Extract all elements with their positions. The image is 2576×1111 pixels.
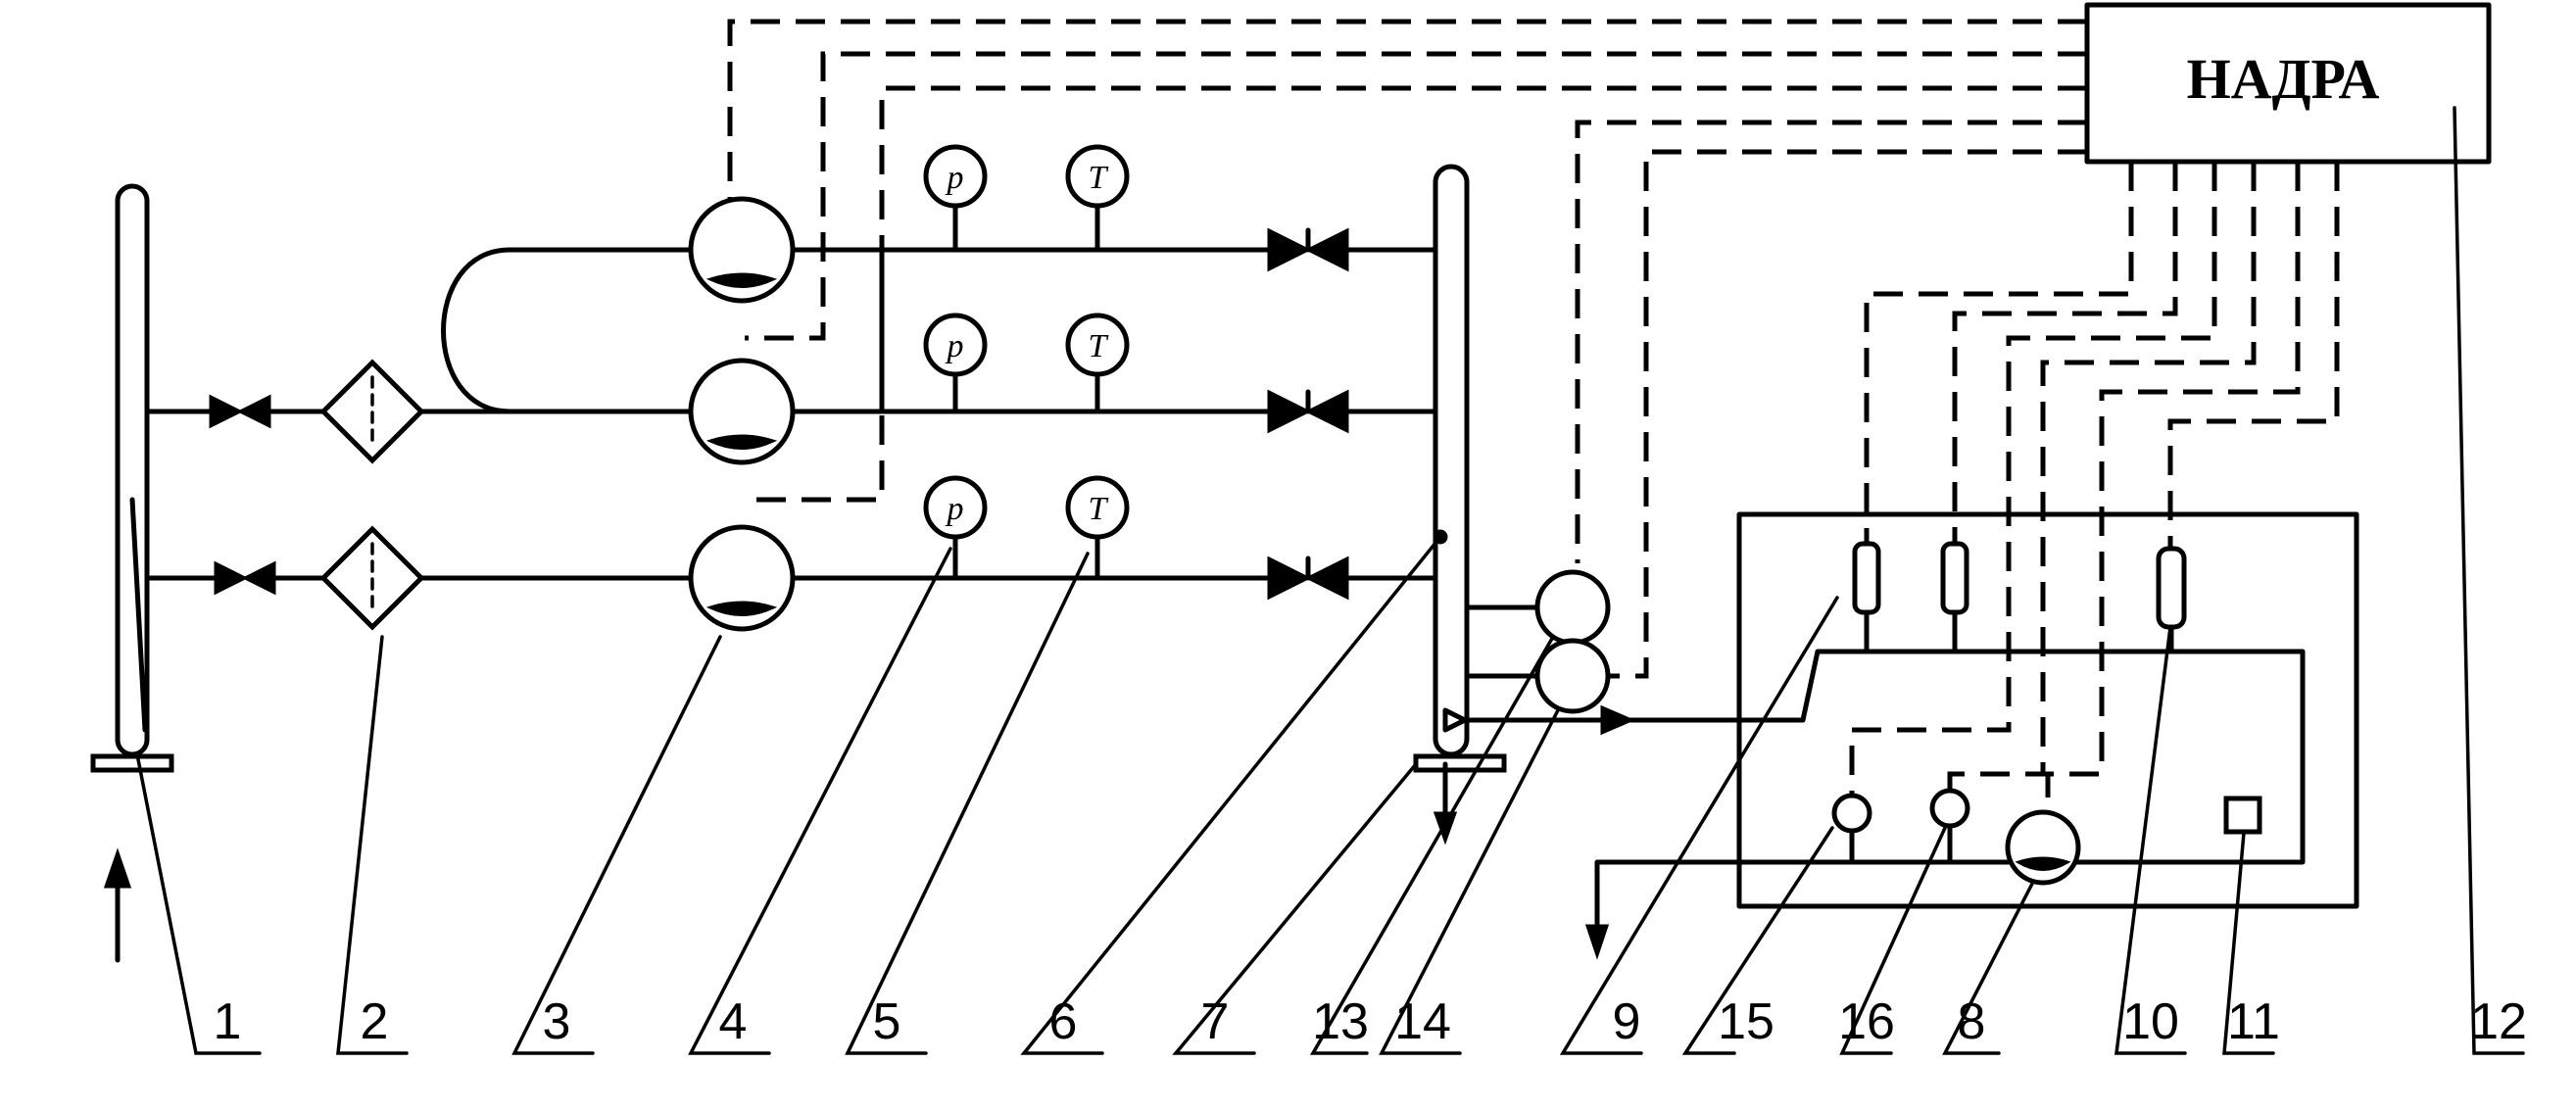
flow-meters xyxy=(688,196,796,632)
analyzer-cabinet xyxy=(1736,511,2359,909)
callout-labels: 1 2 3 4 5 6 7 13 14 9 15 16 8 10 11 12 xyxy=(214,993,2527,1050)
pressure-symbol: p xyxy=(946,328,964,364)
callout-16: 16 xyxy=(1838,993,1895,1050)
callout-1: 1 xyxy=(214,993,242,1050)
callout-7: 7 xyxy=(1201,993,1230,1050)
inlet-collector xyxy=(90,183,174,963)
inlet-valves xyxy=(209,394,276,596)
pressure-symbol: p xyxy=(946,160,964,196)
callout-8: 8 xyxy=(1958,993,1986,1050)
nadra-control-block: НАДРА xyxy=(2084,2,2492,165)
leader-lines xyxy=(135,106,2525,1055)
callout-11: 11 xyxy=(2227,993,2280,1050)
outlet-collector xyxy=(1413,164,1507,845)
sampling-meters xyxy=(1464,569,2306,960)
callout-2: 2 xyxy=(361,993,389,1050)
callout-12: 12 xyxy=(2470,993,2527,1050)
callout-5: 5 xyxy=(873,993,901,1050)
signal-lines xyxy=(727,19,2340,803)
callout-15: 15 xyxy=(1718,993,1774,1050)
callout-9: 9 xyxy=(1613,993,1641,1050)
outlet-valves xyxy=(1267,227,1349,601)
temperature-symbol: T xyxy=(1089,328,1109,364)
callout-14: 14 xyxy=(1394,993,1451,1050)
callout-10: 10 xyxy=(2122,993,2179,1050)
callout-3: 3 xyxy=(543,993,571,1050)
pressure-symbol: p xyxy=(946,491,964,527)
callout-4: 4 xyxy=(719,993,748,1050)
filters xyxy=(319,359,425,631)
callout-13: 13 xyxy=(1312,993,1369,1050)
nadra-title: НАДРА xyxy=(2187,47,2380,111)
temperature-symbol: T xyxy=(1089,491,1109,527)
temperature-symbol: T xyxy=(1089,160,1109,196)
gauges: p T p T p T xyxy=(923,144,1130,581)
callout-6: 6 xyxy=(1049,993,1078,1050)
pipelines xyxy=(144,247,1438,581)
